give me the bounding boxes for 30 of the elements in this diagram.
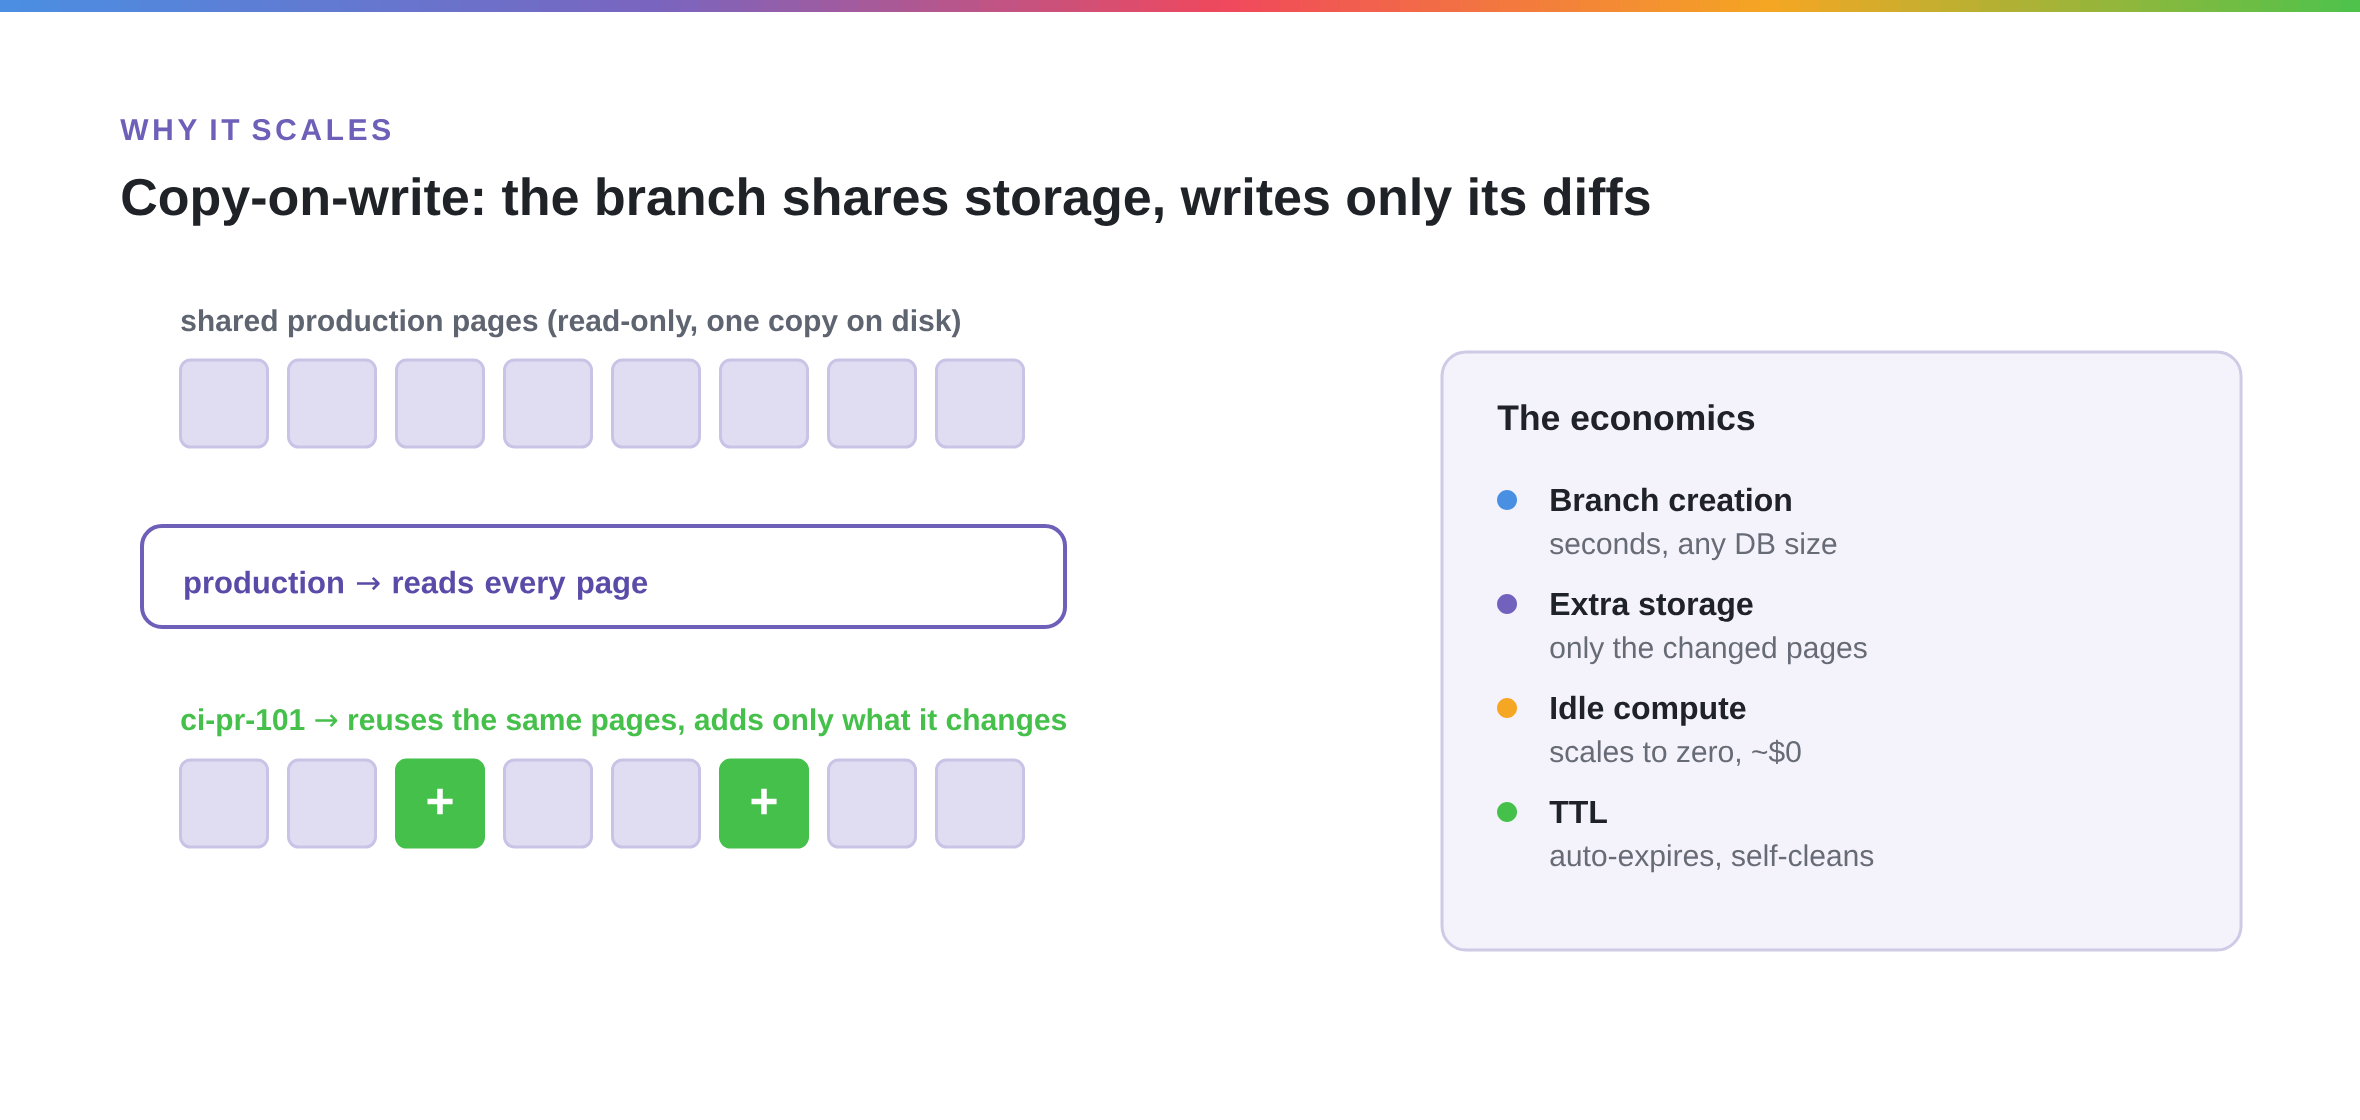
eyebrow-label: WHY IT SCALES	[120, 119, 391, 141]
page-square	[287, 758, 377, 849]
page-square	[179, 758, 269, 849]
page-square	[935, 758, 1025, 849]
plus-square: +	[719, 758, 809, 849]
page-square	[827, 758, 917, 849]
item-text: only the changed pages	[1550, 636, 1867, 665]
item-text: scales to zero, ~$0	[1550, 739, 1801, 766]
row-caption: ci-pr-101 → reuses the same pages, adds only what it changes	[181, 708, 1067, 737]
item-title: Idle compute	[1551, 695, 1746, 726]
page-square	[611, 358, 701, 449]
item-text: seconds, any DB size	[1550, 532, 1837, 561]
page-square	[719, 358, 809, 449]
item-title: Extra storage	[1551, 593, 1753, 622]
page-square	[503, 358, 593, 449]
page-square	[827, 358, 917, 449]
panel-heading: The economics	[1497, 404, 1755, 431]
page-square	[503, 758, 593, 849]
row-caption: shared production pages (read-only, one copy on disk)	[181, 309, 960, 338]
item-text: auto-expires, self-cleans	[1550, 844, 1874, 873]
plus-square: +	[395, 758, 485, 849]
page-square	[395, 358, 485, 449]
title: Copy-on-write: the branch shares storage, writes only its diffs	[122, 177, 1650, 226]
item-title: TTL	[1549, 801, 1607, 823]
page-square	[287, 358, 377, 449]
page-square	[179, 358, 269, 449]
item-title: Branch creation	[1551, 487, 1791, 512]
branch-box: production → reads every page	[140, 524, 1068, 629]
page-square	[935, 358, 1025, 449]
page-square	[611, 758, 701, 849]
